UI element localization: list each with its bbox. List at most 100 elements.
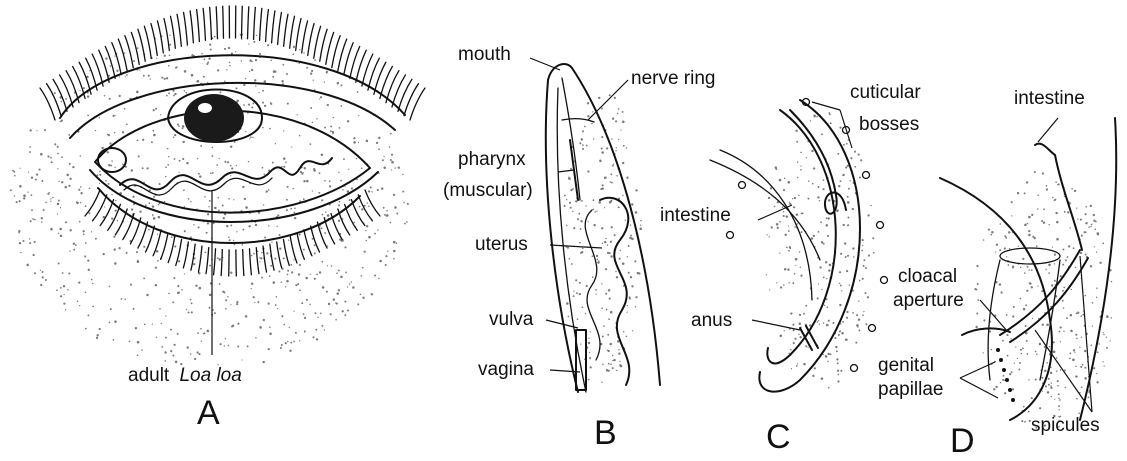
stipple-dot	[1068, 245, 1070, 247]
stipple-dot	[610, 311, 613, 314]
stipple-dot	[92, 306, 94, 308]
stipple-dot	[1085, 254, 1087, 256]
stipple-dot	[1103, 332, 1104, 333]
stipple-dot	[767, 234, 768, 235]
eyelash	[290, 16, 295, 48]
stipple-dot	[370, 186, 372, 188]
stipple-dot	[112, 115, 114, 117]
stipple-dot	[294, 207, 296, 209]
eyelash	[272, 11, 275, 43]
stipple-dot	[787, 269, 789, 271]
stipple-dot	[364, 251, 366, 253]
stipple-dot	[347, 120, 349, 122]
stipple-dot	[847, 217, 849, 219]
stipple-dot	[1045, 269, 1046, 270]
stipple-dot	[586, 285, 588, 287]
stipple-dot	[1070, 330, 1073, 333]
stipple-dot	[616, 276, 618, 278]
stipple-dot	[353, 137, 355, 139]
stipple-dot	[167, 164, 169, 166]
stipple-dot	[595, 289, 597, 291]
stipple-dot	[592, 111, 593, 112]
eyelash	[308, 24, 314, 56]
stipple-dot	[1103, 334, 1104, 335]
stipple-dot	[110, 165, 112, 167]
stipple-dot	[259, 261, 260, 262]
stipple-dot	[810, 120, 811, 121]
stipple-dot	[611, 182, 613, 184]
stipple-dot	[229, 239, 231, 241]
stipple-dot	[796, 213, 798, 215]
label-anus: anus	[691, 310, 732, 331]
stipple-dot	[379, 260, 382, 263]
stipple-dot	[567, 316, 569, 318]
stipple-dot	[385, 255, 387, 257]
stipple-dot	[314, 59, 316, 61]
stipple-dot	[1004, 247, 1006, 249]
stipple-dot	[797, 161, 799, 163]
stipple-dot	[627, 176, 628, 177]
stipple-dot	[585, 205, 586, 206]
stipple-dot	[791, 368, 792, 369]
stipple-dot	[572, 211, 574, 213]
stipple-dot	[615, 120, 617, 122]
stipple-dot	[367, 202, 368, 203]
eyelash	[214, 249, 216, 275]
stipple-dot	[1056, 221, 1059, 224]
stipple-dot	[371, 293, 373, 295]
stipple-dot	[126, 252, 128, 254]
stipple-dot	[165, 176, 167, 178]
stipple-dot	[133, 60, 135, 62]
intestine-d	[1035, 144, 1082, 250]
stipple-dot	[40, 153, 43, 156]
stipple-dot	[204, 196, 205, 197]
eyelash	[266, 9, 269, 41]
stipple-dot	[322, 286, 325, 289]
stipple-dot	[1091, 224, 1093, 226]
stipple-dot	[10, 189, 12, 191]
eyelash	[164, 18, 169, 50]
stipple-dot	[1046, 324, 1049, 327]
eyelash	[278, 12, 282, 44]
stipple-dot	[846, 143, 848, 145]
stipple-dot	[67, 289, 69, 291]
stipple-dot	[593, 138, 594, 139]
cloacal-leader	[980, 300, 1008, 332]
stipple-dot	[1092, 326, 1093, 327]
stipple-dot	[1001, 291, 1003, 293]
stipple-dot	[283, 130, 284, 131]
stipple-dot	[327, 265, 328, 266]
stipple-dot	[108, 164, 110, 166]
stipple-dot	[1028, 230, 1030, 232]
stipple-dot	[164, 360, 166, 362]
stipple-dot	[1039, 343, 1042, 346]
stipple-dot	[335, 302, 337, 304]
stipple-dot	[287, 270, 289, 272]
stipple-dot	[264, 105, 266, 107]
stipple-dot	[386, 214, 388, 216]
eyelash	[254, 7, 256, 39]
stipple-dot	[204, 59, 206, 61]
stipple-dot	[391, 169, 392, 170]
stipple-dot	[374, 274, 376, 276]
stipple-dot	[579, 293, 581, 295]
stipple-dot	[605, 238, 606, 239]
stipple-dot	[286, 73, 288, 75]
eyelash	[410, 88, 425, 120]
stipple-dot	[859, 280, 861, 282]
stipple-dot	[622, 121, 625, 124]
stipple-dot	[283, 157, 286, 160]
stipple-dot	[827, 235, 829, 237]
stipple-dot	[260, 257, 262, 259]
stipple-dot	[1050, 387, 1052, 389]
stipple-dot	[1058, 183, 1060, 185]
stipple-dot	[22, 240, 24, 242]
label-spicules: spicules	[1031, 415, 1100, 436]
stipple-dot	[181, 289, 183, 291]
stipple-dot	[270, 265, 272, 267]
stipple-dot	[269, 326, 271, 328]
stipple-dot	[865, 267, 867, 269]
stipple-dot	[137, 354, 139, 356]
stipple-dot	[840, 253, 842, 255]
stipple-dot	[796, 365, 798, 367]
